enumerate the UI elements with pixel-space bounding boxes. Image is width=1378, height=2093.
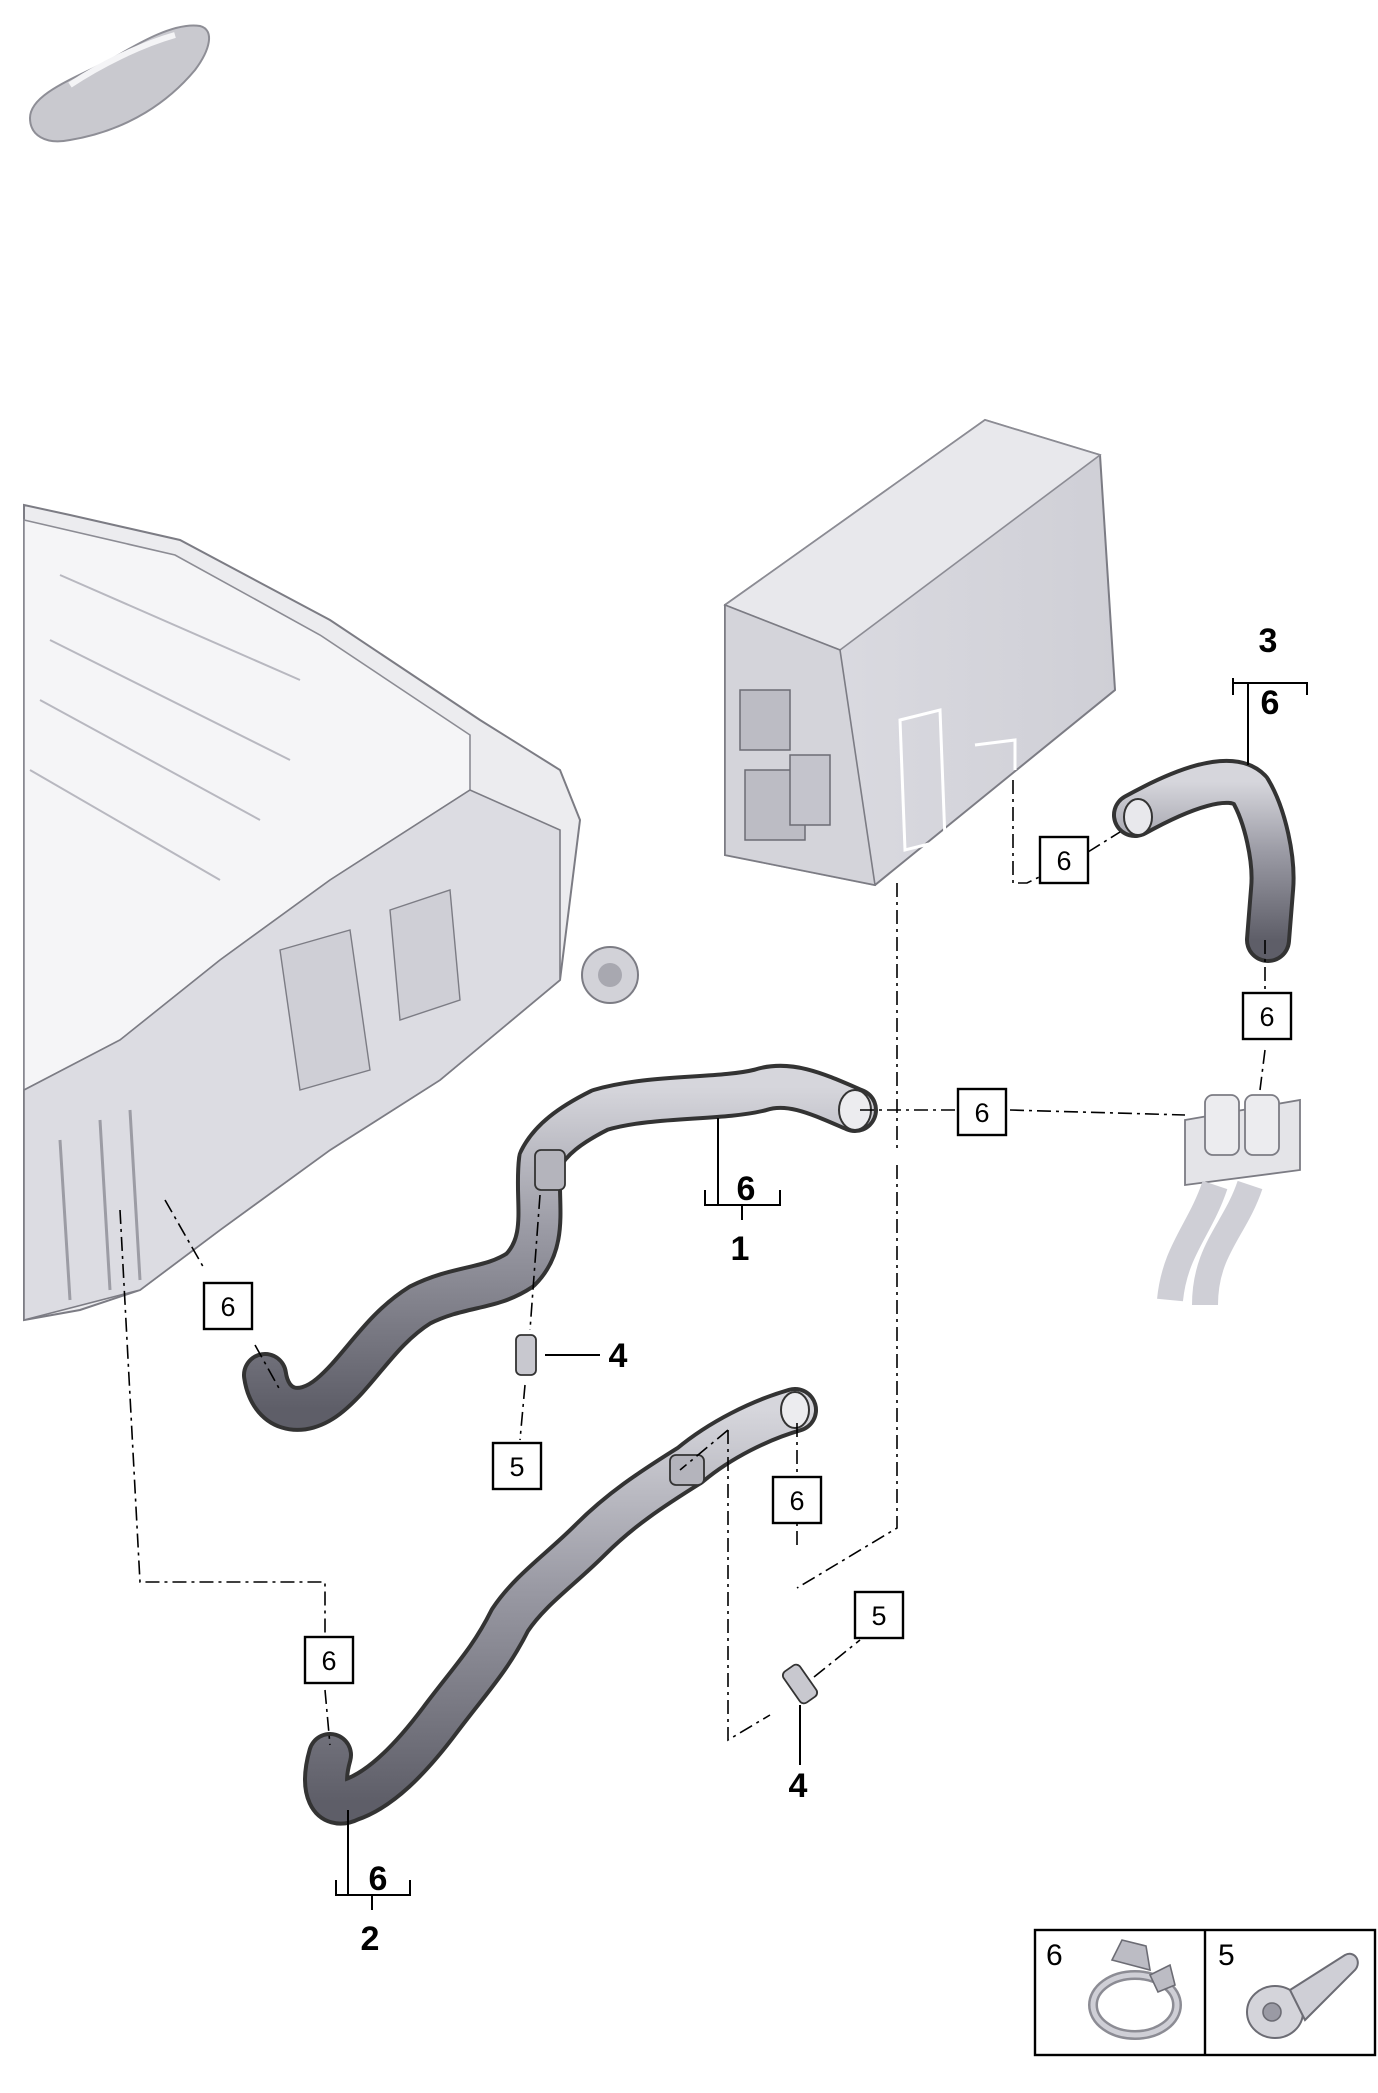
car-thumbnail-icon	[28, 24, 210, 143]
svg-text:6: 6	[789, 1486, 804, 1516]
callout-4-upper: 4	[609, 1337, 628, 1375]
bleeder-plug-upper	[515, 1334, 537, 1376]
callout-3-number: 3	[1259, 622, 1278, 660]
parts-legend: 6 5	[1033, 1928, 1377, 2057]
svg-text:5: 5	[509, 1452, 524, 1482]
ref-box-6-lower-left: 6	[303, 1635, 355, 1685]
coolant-distributor	[1157, 1094, 1301, 1306]
svg-text:5: 5	[871, 1601, 886, 1631]
hose-clamp-icon	[1088, 1939, 1182, 2040]
ref-box-6-right: 6	[1241, 991, 1293, 1041]
battery-housing	[23, 503, 639, 1322]
ref-box-6-left: 6	[202, 1281, 254, 1331]
ref-box-6-middle: 6	[956, 1087, 1008, 1137]
coolant-hose-1	[242, 1063, 878, 1432]
legend-clamp-number: 6	[1046, 1939, 1063, 1972]
ref-box-6-upper-right: 6	[1038, 835, 1090, 885]
screw-icon	[1246, 1952, 1359, 2039]
legend-screw-number: 5	[1218, 1939, 1235, 1972]
svg-text:6: 6	[974, 1098, 989, 1128]
svg-text:6: 6	[1259, 1002, 1274, 1032]
coolant-hose-3	[1112, 758, 1296, 963]
callout-brackets	[335, 678, 1308, 1910]
coolant-hose-2	[303, 1387, 818, 1826]
ref-box-6-lower-middle: 6	[771, 1475, 823, 1525]
svg-text:6: 6	[1056, 846, 1071, 876]
bleeder-plug-lower	[781, 1663, 819, 1705]
control-unit-box	[723, 418, 1117, 887]
ref-box-5-upper: 5	[491, 1441, 543, 1491]
callout-3-qty: 6	[1261, 684, 1280, 722]
svg-text:6: 6	[220, 1292, 235, 1322]
callout-2-number: 2	[361, 1920, 380, 1958]
callout-1-number: 1	[731, 1230, 750, 1268]
svg-text:6: 6	[321, 1646, 336, 1676]
callout-2-qty: 6	[369, 1860, 388, 1898]
callout-4-lower: 4	[789, 1767, 808, 1805]
ref-box-5-lower: 5	[853, 1590, 905, 1640]
callout-1-qty: 6	[737, 1170, 756, 1208]
